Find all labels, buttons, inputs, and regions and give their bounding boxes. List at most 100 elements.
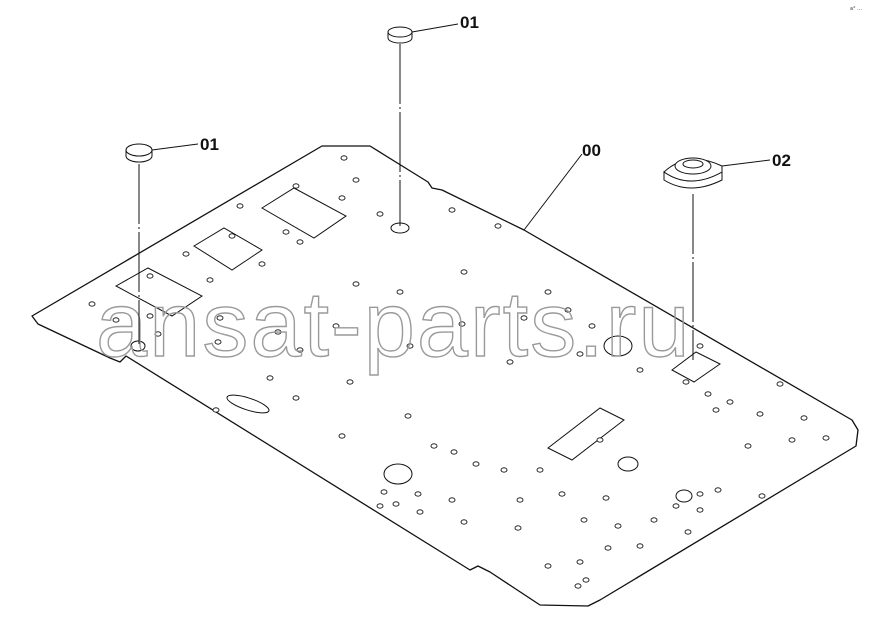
fastener-hole	[404, 413, 412, 419]
fastener-hole	[380, 489, 388, 495]
fastener-hole	[214, 339, 222, 345]
callout-plug-top: 01	[460, 13, 479, 32]
plug-top-part	[387, 23, 459, 226]
fastener-hole	[346, 379, 354, 385]
fastener-hole	[282, 229, 290, 235]
fastener-hole	[696, 491, 704, 497]
callout-plate: 00	[582, 141, 601, 160]
fastener-hole	[340, 155, 348, 161]
fastener-hole	[392, 501, 400, 507]
fastener-hole	[536, 467, 544, 473]
fastener-hole	[296, 239, 304, 245]
fastener-hole	[800, 415, 808, 421]
fastener-hole	[206, 277, 214, 283]
fastener-hole	[414, 491, 422, 497]
corner-mark: a° …	[850, 6, 862, 12]
fastener-hole	[258, 261, 266, 267]
fastener-hole	[580, 517, 588, 523]
fastener-hole	[714, 487, 722, 493]
fastener-hole	[636, 543, 644, 549]
fastener-hole	[696, 507, 704, 513]
callout-grommet: 02	[772, 151, 791, 170]
fastener-hole	[352, 281, 360, 287]
fastener-hole	[822, 435, 830, 441]
fastener-hole	[460, 269, 468, 275]
fastener-hole	[338, 433, 346, 439]
fastener-hole	[682, 379, 690, 385]
fastener-hole	[430, 443, 438, 449]
fastener-hole	[416, 509, 424, 515]
fastener-hole	[514, 525, 522, 531]
fastener-hole	[448, 497, 456, 503]
fastener-hole	[376, 503, 384, 509]
fastener-hole	[582, 577, 590, 583]
fastener-hole	[544, 289, 552, 295]
fastener-hole	[212, 407, 220, 413]
fastener-hole	[146, 313, 154, 319]
fastener-hole	[146, 273, 154, 279]
fastener-hole	[726, 399, 734, 405]
fastener-hole	[472, 461, 480, 467]
fastener-hole	[112, 317, 120, 323]
fastener-hole	[704, 391, 712, 397]
fastener-hole	[376, 211, 384, 217]
fastener-hole	[758, 493, 766, 499]
fastener-hole	[576, 559, 584, 565]
fastener-hole	[602, 495, 610, 501]
fastener-hole	[516, 497, 524, 503]
rectangular-cutouts	[114, 187, 721, 461]
fastener-hole	[296, 347, 304, 353]
fastener-hole	[696, 343, 704, 349]
fastener-hole	[338, 195, 346, 201]
fastener-hole	[712, 407, 720, 413]
fastener-hole	[352, 177, 360, 183]
fastener-hole	[88, 301, 96, 307]
fastener-hole	[450, 449, 458, 455]
grommet-part	[663, 157, 771, 360]
fastener-hole	[672, 503, 680, 509]
fastener-hole	[406, 343, 414, 349]
fastener-hole	[650, 517, 658, 523]
fastener-hole	[614, 523, 622, 529]
large-holes	[130, 222, 693, 503]
plug-left-part	[125, 143, 199, 344]
fastener-hole	[332, 323, 340, 329]
fastener-hole	[448, 207, 456, 213]
fastener-hole	[292, 183, 300, 189]
fastener-hole	[506, 359, 514, 365]
fastener-hole	[228, 233, 236, 239]
fastener-hole	[744, 443, 752, 449]
fastener-hole	[520, 315, 528, 321]
fastener-holes	[88, 155, 830, 589]
fastener-hole	[576, 351, 584, 357]
fastener-hole	[154, 331, 162, 337]
callout-plug-left: 01	[200, 135, 219, 154]
leader-plate	[523, 153, 583, 231]
fastener-hole	[564, 307, 572, 313]
floor-plate	[31, 145, 859, 607]
fastener-hole	[596, 437, 604, 443]
fastener-hole	[756, 411, 764, 417]
fastener-hole	[558, 491, 566, 497]
fastener-hole	[684, 529, 692, 535]
fastener-hole	[236, 203, 244, 209]
fastener-hole	[500, 467, 508, 473]
fastener-hole	[396, 289, 404, 295]
fastener-hole	[588, 323, 596, 329]
fastener-hole	[776, 381, 784, 387]
fastener-hole	[636, 367, 644, 373]
fastener-hole	[574, 583, 582, 589]
fastener-hole	[544, 563, 552, 569]
fastener-hole	[216, 315, 224, 321]
watermark: ansat-parts.ru	[96, 274, 692, 376]
fastener-hole	[788, 437, 796, 443]
fastener-hole	[266, 375, 274, 381]
fastener-hole	[458, 321, 466, 327]
fastener-hole	[604, 545, 612, 551]
fastener-hole	[182, 251, 190, 257]
fastener-hole	[460, 519, 468, 525]
fastener-hole	[274, 329, 282, 335]
fastener-hole	[292, 395, 300, 401]
fastener-hole	[494, 223, 502, 229]
